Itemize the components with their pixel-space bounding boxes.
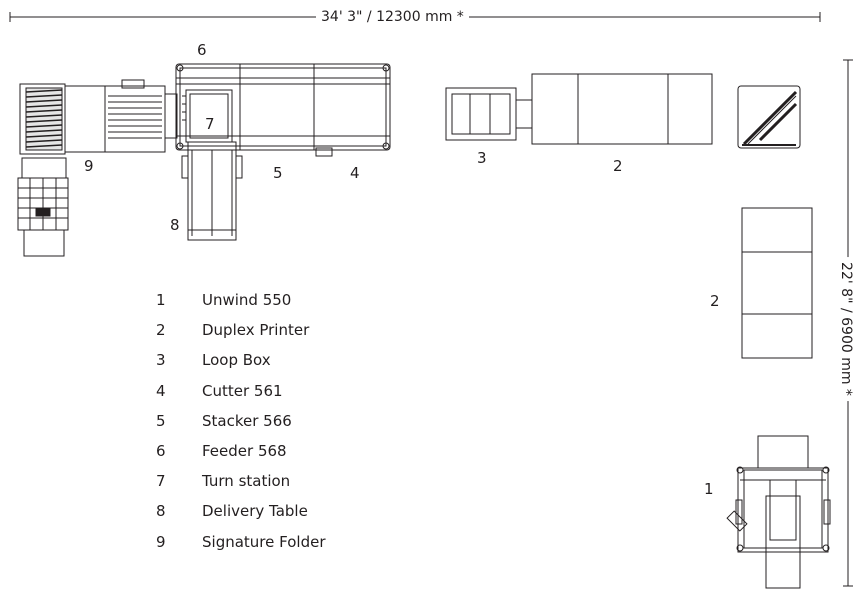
- legend-label: Signature Folder: [202, 532, 326, 551]
- legend-item: 1 Unwind 550: [156, 289, 326, 319]
- rewind-unit-icon: [737, 85, 801, 149]
- legend-label: Delivery Table: [202, 502, 308, 521]
- width-dimension-label: 34' 3" / 12300 mm *: [316, 9, 469, 25]
- legend-number: 5: [156, 411, 166, 430]
- feeder-stacker-cutter-line: [175, 63, 391, 157]
- legend-list: 1 Unwind 550 2 Duplex Printer 3 Loop Box 4 C…: [156, 289, 326, 561]
- legend-number: 2: [156, 321, 166, 340]
- legend-number: 1: [156, 291, 166, 309]
- legend-number: 4: [156, 381, 166, 400]
- legend-label: Turn station: [202, 472, 291, 491]
- legend-item: 4 Cutter 561: [156, 380, 326, 410]
- loop-box-machine: [445, 87, 533, 141]
- callout-signature-folder: 9: [84, 157, 94, 175]
- duplex-printer-side-view: [741, 207, 813, 359]
- callout-delivery-table: 8: [170, 216, 180, 234]
- legend-label: Stacker 566: [202, 411, 292, 430]
- legend-item: 3 Loop Box: [156, 349, 326, 379]
- height-dimension-label: 22' 8" / 6900 mm *: [838, 257, 854, 401]
- callout-unwind: 1: [704, 480, 714, 498]
- callout-loop-box: 3: [477, 149, 487, 167]
- legend-number: 6: [156, 441, 166, 460]
- legend-label: Feeder 568: [202, 441, 287, 460]
- legend-number: 8: [156, 502, 166, 521]
- signature-folder-machine: [17, 79, 178, 257]
- callout-stacker: 5: [273, 164, 283, 182]
- legend-item: 6 Feeder 568: [156, 440, 326, 470]
- legend-number: 3: [156, 351, 166, 370]
- legend-number: 7: [156, 472, 166, 491]
- callout-feeder: 6: [197, 41, 207, 59]
- legend-item: 2 Duplex Printer: [156, 319, 326, 349]
- legend-label: Duplex Printer: [202, 321, 310, 340]
- legend-item: 8 Delivery Table: [156, 500, 326, 530]
- legend-item: 9 Signature Folder: [156, 531, 326, 561]
- duplex-printer-top-view: [531, 73, 713, 145]
- callout-duplex-printer-side: 2: [710, 292, 720, 310]
- legend-item: 7 Turn station: [156, 470, 326, 500]
- delivery-table-machine: [181, 141, 243, 241]
- legend-label: Unwind 550: [202, 291, 292, 309]
- legend-label: Cutter 561: [202, 381, 283, 400]
- callout-duplex-printer-top: 2: [613, 157, 623, 175]
- unwind-machine: [726, 435, 831, 589]
- legend-item: 5 Stacker 566: [156, 410, 326, 440]
- legend-number: 9: [156, 532, 166, 551]
- legend-label: Loop Box: [202, 351, 271, 370]
- callout-cutter: 4: [350, 164, 360, 182]
- callout-turn-station: 7: [205, 115, 215, 133]
